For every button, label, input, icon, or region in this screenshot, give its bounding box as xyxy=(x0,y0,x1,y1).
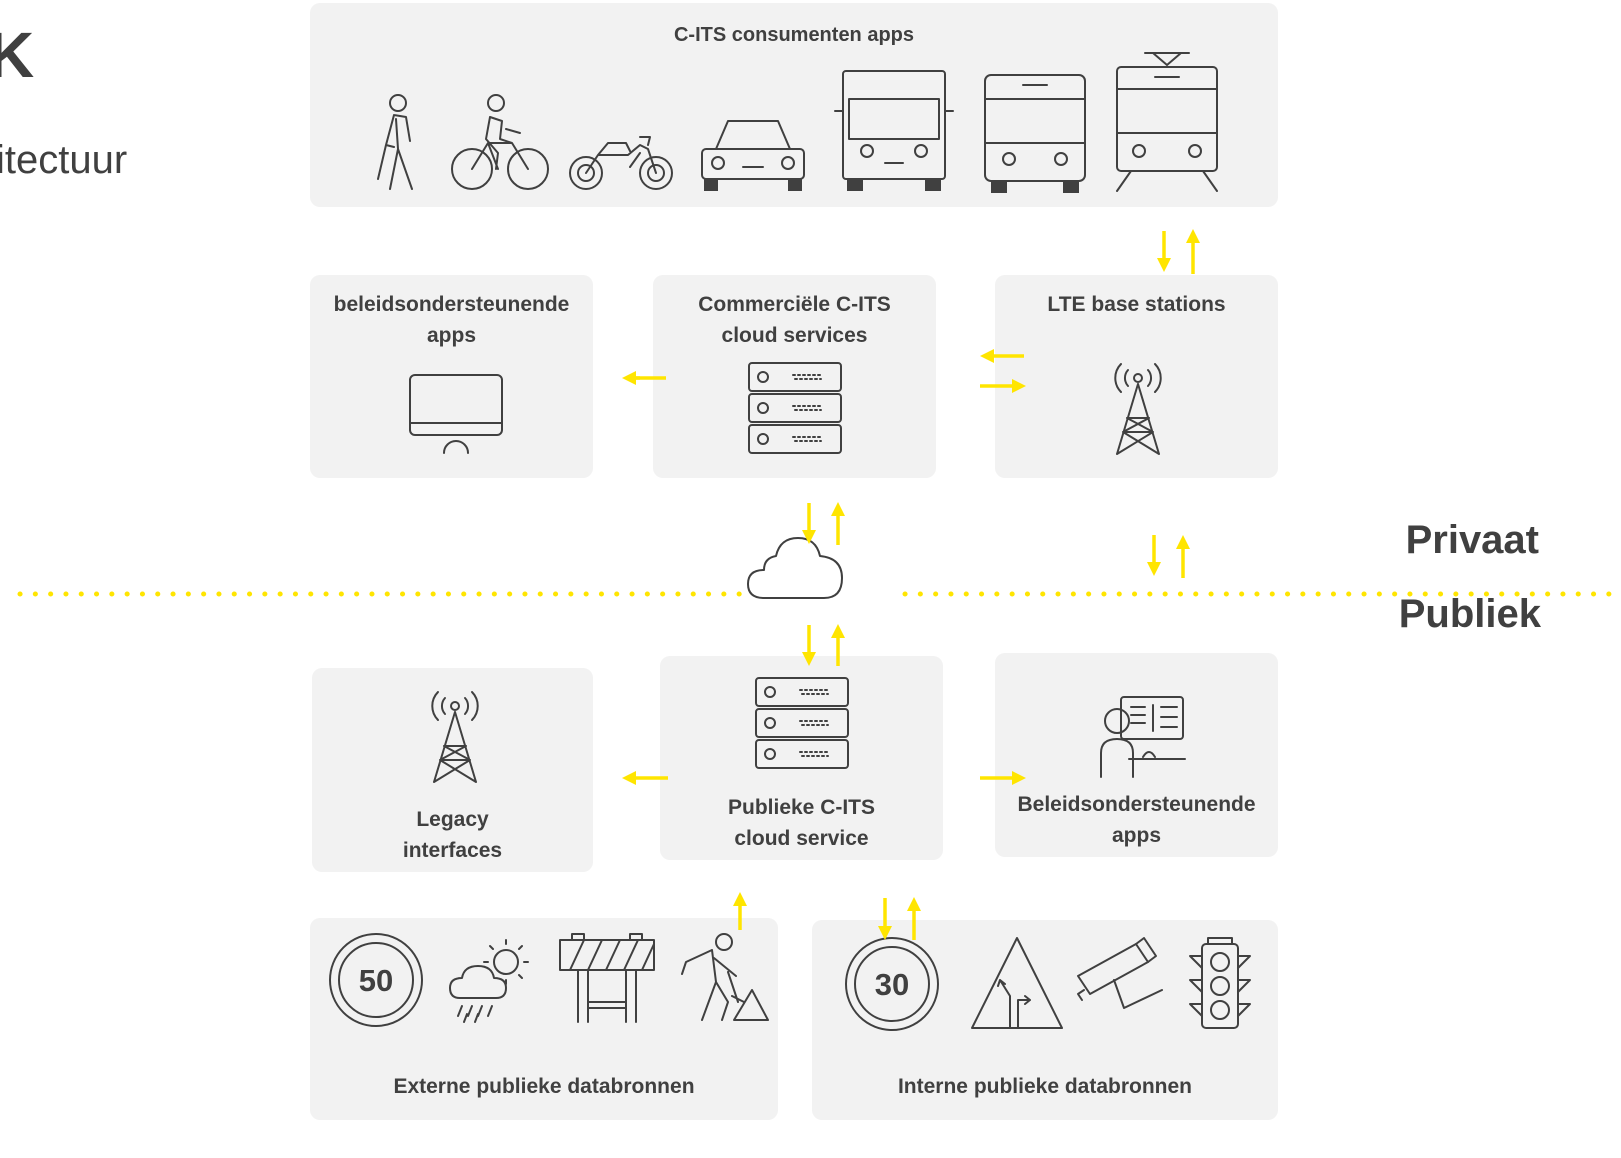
arrow-up xyxy=(733,892,747,930)
arrow-up xyxy=(1176,535,1190,578)
antenna-tower-icon xyxy=(1114,363,1162,455)
lte-label: LTE base stations xyxy=(1047,293,1226,316)
server-icon xyxy=(748,362,842,454)
consumer-apps-box: C-ITS consumenten apps xyxy=(310,3,1278,207)
internal-sources-label: Interne publieke databronnen xyxy=(897,1075,1193,1098)
roadblock-icon xyxy=(559,933,655,1023)
road-sign-icon xyxy=(971,937,1063,1029)
arrow-up xyxy=(1186,229,1200,274)
car-icon xyxy=(701,120,805,191)
arrow-up xyxy=(907,897,921,940)
zone-label-public: Publiek xyxy=(1398,592,1541,636)
arrow-up xyxy=(831,624,845,666)
arrow-up xyxy=(831,502,845,545)
svg-text:50: 50 xyxy=(359,963,393,998)
roadworks-icon xyxy=(681,933,769,1021)
arrow-down xyxy=(878,898,892,940)
legacy-interfaces-label: Legacy interfaces xyxy=(402,808,503,862)
motorcycle-icon xyxy=(569,136,673,190)
external-sources-label: Externe publieke databronnen xyxy=(393,1075,695,1098)
arrow-down xyxy=(1147,535,1161,576)
slide-title-fragment: K xyxy=(0,19,35,91)
consumer-apps-label: C-ITS consumenten apps xyxy=(673,24,915,46)
arrow-left xyxy=(622,371,666,385)
legacy-interfaces-box: Legacy interfaces xyxy=(312,668,593,872)
arrow-down xyxy=(802,625,816,666)
dashboard-operator-icon xyxy=(1100,696,1186,778)
pedestrian-icon xyxy=(377,94,413,190)
commercial-cloud-label: Commerciële C-ITS cloud services xyxy=(698,293,891,347)
external-sources-box: 50 Externe publieke databronnen xyxy=(310,918,778,1120)
internal-sources-box: 30 Interne publieke databronnen xyxy=(812,920,1278,1120)
camera-icon xyxy=(1077,937,1163,1009)
server-icon xyxy=(755,677,849,769)
traffic-light-icon xyxy=(1189,937,1251,1029)
policy-apps-bottom-box: Beleidsondersteunende apps xyxy=(995,653,1278,857)
public-cloud-label: Publieke C-ITS cloud service xyxy=(727,796,876,850)
bus-icon xyxy=(984,74,1086,193)
commercial-cloud-box: Commerciële C-ITS cloud services xyxy=(653,275,936,478)
cyclist-icon xyxy=(451,94,549,190)
arrow-right xyxy=(980,379,1026,393)
speed-limit-50-icon: 50 xyxy=(329,933,423,1027)
arrow-left xyxy=(622,771,668,785)
slide-subtitle-fragment: itectuur xyxy=(0,138,128,182)
arrow-left xyxy=(980,349,1024,363)
antenna-tower-icon xyxy=(431,691,479,783)
tram-icon xyxy=(1116,52,1218,192)
arrow-right xyxy=(980,771,1026,785)
policy-apps-top-label: beleidsondersteunende apps xyxy=(333,293,570,347)
cloud-icon xyxy=(747,537,843,599)
policy-apps-top-box: beleidsondersteunende apps xyxy=(310,275,593,478)
svg-text:30: 30 xyxy=(875,967,909,1002)
arrow-down xyxy=(1157,231,1171,272)
monitor-icon xyxy=(409,374,503,454)
lte-box: LTE base stations xyxy=(995,275,1278,478)
public-cloud-box: Publieke C-ITS cloud service xyxy=(660,656,943,860)
speed-limit-30-icon: 30 xyxy=(845,937,939,1031)
arrow-down xyxy=(802,503,816,544)
weather-icon xyxy=(449,939,529,1023)
policy-apps-bottom-label: Beleidsondersteunende apps xyxy=(1017,793,1256,847)
zone-label-private: Privaat xyxy=(1405,518,1539,562)
truck-icon xyxy=(834,70,954,191)
